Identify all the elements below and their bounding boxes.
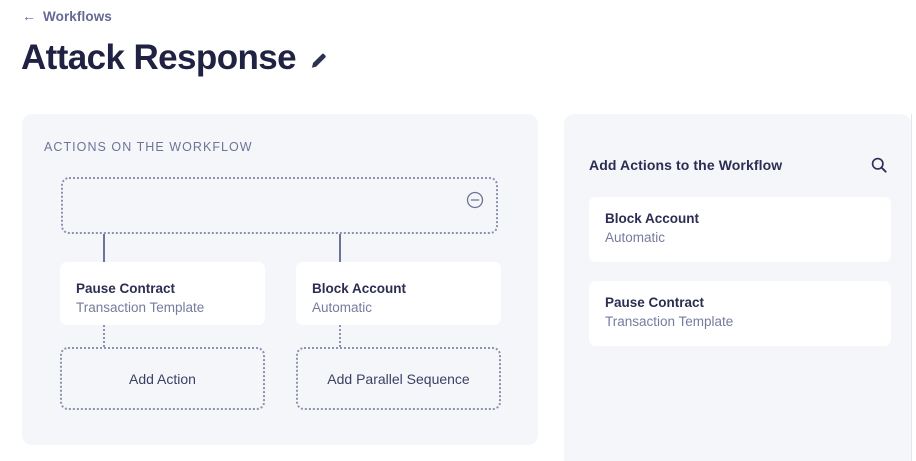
library-action-card[interactable]: Pause Contract Transaction Template — [589, 281, 891, 346]
actions-library-panel: Add Actions to the Workflow Block Accoun… — [564, 114, 911, 461]
connector-trigger-to-node-1 — [103, 234, 105, 262]
add-action-button[interactable]: Add Action — [60, 347, 265, 410]
workflow-node-subtitle: Automatic — [312, 300, 373, 315]
breadcrumb-label: Workflows — [43, 9, 112, 24]
connector-node-2-to-add-parallel — [339, 325, 341, 347]
title-row: Attack Response — [21, 36, 330, 80]
arrow-left-icon: ← — [22, 8, 36, 24]
pencil-icon[interactable] — [308, 49, 330, 71]
library-action-title: Block Account — [605, 211, 700, 226]
library-action-subtitle: Transaction Template — [605, 314, 734, 329]
actions-library-title: Add Actions to the Workflow — [589, 157, 783, 173]
workflow-node-title: Pause Contract — [76, 281, 176, 296]
panel-right-divider — [911, 114, 912, 461]
connector-trigger-to-node-2 — [339, 234, 341, 262]
connector-node-1-to-add-action — [103, 325, 105, 347]
workflow-node-card[interactable]: Pause Contract Transaction Template — [60, 262, 265, 325]
add-parallel-sequence-label: Add Parallel Sequence — [327, 370, 470, 387]
workflow-canvas-panel: ACTIONS ON THE WORKFLOW Pause Contract T… — [22, 114, 538, 445]
page-title: Attack Response — [21, 38, 297, 77]
library-action-subtitle: Automatic — [605, 230, 666, 245]
add-parallel-sequence-button[interactable]: Add Parallel Sequence — [296, 347, 501, 410]
library-action-card[interactable]: Block Account Automatic — [589, 197, 891, 262]
breadcrumb-back-workflows[interactable]: ← Workflows — [22, 9, 112, 24]
add-action-label: Add Action — [129, 370, 196, 387]
search-icon[interactable] — [869, 155, 889, 175]
workflow-node-subtitle: Transaction Template — [76, 300, 205, 315]
library-action-title: Pause Contract — [605, 295, 705, 310]
workflow-trigger-box[interactable] — [61, 177, 498, 234]
workflow-node-card[interactable]: Block Account Automatic — [296, 262, 501, 325]
workflow-node-title: Block Account — [312, 281, 407, 296]
actions-library-header: Add Actions to the Workflow — [589, 155, 889, 175]
section-label-actions-on-workflow: ACTIONS ON THE WORKFLOW — [44, 140, 253, 154]
minus-circle-icon[interactable] — [465, 190, 485, 210]
